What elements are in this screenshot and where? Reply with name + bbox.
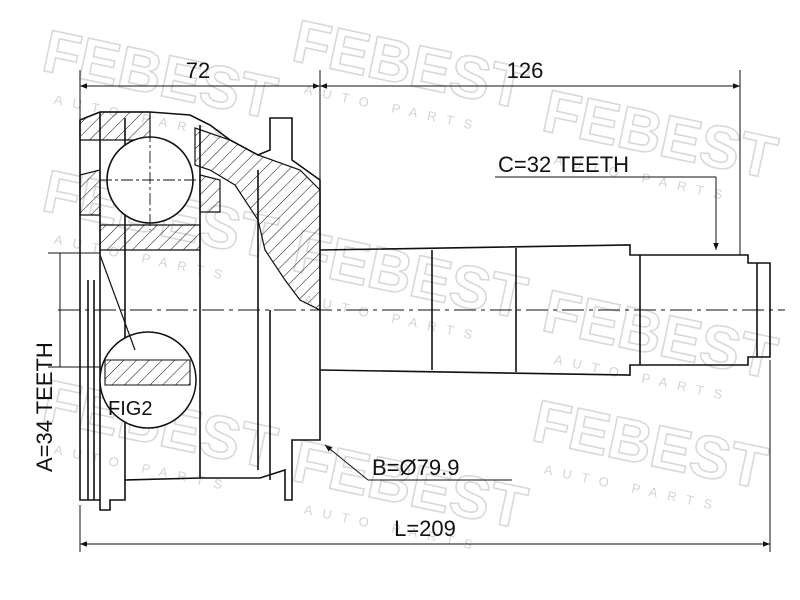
teeth-c-label: C=32 TEETH xyxy=(498,152,629,177)
length-l-label: L=209 xyxy=(394,516,456,541)
fig2-label: FIG2 xyxy=(108,398,152,420)
teeth-a-label: A=34 TEETH xyxy=(32,342,57,472)
dimension-126-label: 126 xyxy=(507,58,544,83)
hatched-sections xyxy=(79,111,321,311)
diameter-b-label: B=Ø79.9 xyxy=(372,455,459,480)
teeth-c-leader xyxy=(495,176,719,250)
dimension-72 xyxy=(79,70,321,250)
length-l-dimension xyxy=(79,360,771,552)
diameter-b-leader xyxy=(324,444,512,481)
output-shaft xyxy=(319,244,771,376)
dimension-126 xyxy=(320,70,741,255)
fig2-detail: FIG2 xyxy=(99,254,197,429)
dimension-72-label: 72 xyxy=(186,58,210,83)
teeth-a-dimension xyxy=(48,252,100,368)
